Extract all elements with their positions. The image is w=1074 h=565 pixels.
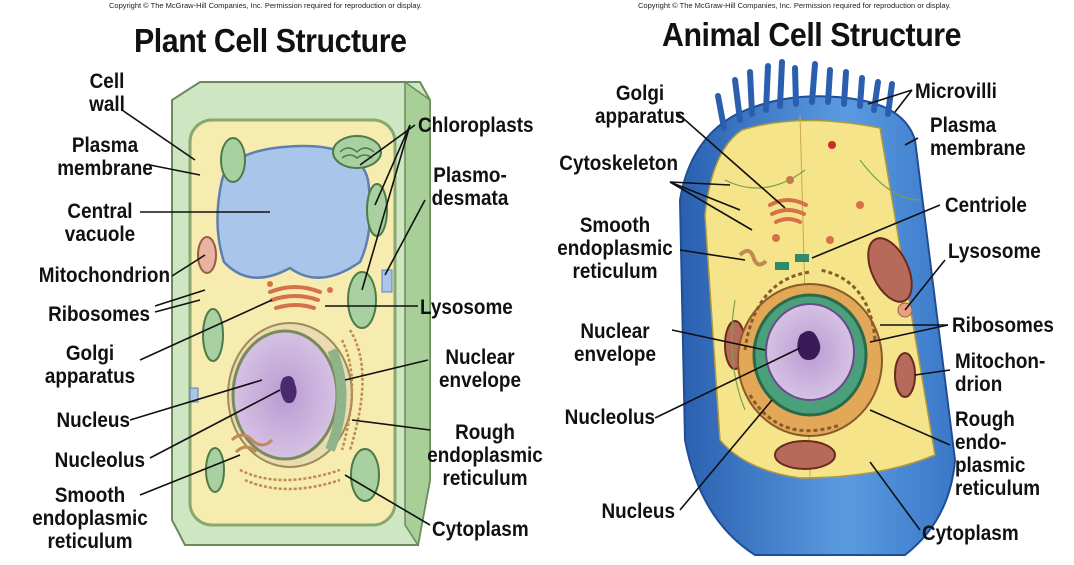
label-golgi: Golgi apparatus bbox=[44, 342, 136, 388]
label-animal-plasma-membrane: Plasma membrane bbox=[930, 114, 1026, 160]
label-rough-er: Rough endoplasmic reticulum bbox=[427, 421, 543, 490]
label-nucleus: Nucleus bbox=[56, 409, 130, 432]
label-lysosome: Lysosome bbox=[420, 296, 513, 319]
plant-copyright: Copyright © The McGraw-Hill Companies, I… bbox=[109, 1, 422, 10]
label-animal-microvilli: Microvilli bbox=[915, 80, 997, 103]
plant-cell bbox=[171, 80, 431, 547]
label-animal-nucleus: Nucleus bbox=[601, 500, 675, 523]
label-animal-nucleolus: Nucleolus bbox=[564, 406, 655, 429]
label-animal-ribosomes: Ribosomes bbox=[952, 314, 1054, 337]
label-nuclear-envelope: Nuclear envelope bbox=[439, 346, 521, 392]
label-plasma-membrane: Plasma membrane bbox=[57, 134, 153, 180]
label-animal-rough-er: Rough endo- plasmic reticulum bbox=[955, 408, 1041, 500]
label-animal-lysosome: Lysosome bbox=[948, 240, 1041, 263]
label-smooth-er: Smooth endoplasmic reticulum bbox=[32, 484, 148, 553]
label-nucleolus: Nucleolus bbox=[54, 449, 146, 472]
animal-title: Animal Cell Structure bbox=[662, 16, 962, 53]
label-animal-cytoplasm: Cytoplasm bbox=[922, 522, 1019, 545]
label-animal-cytoskeleton: Cytoskeleton bbox=[559, 152, 678, 175]
label-cytoplasm: Cytoplasm bbox=[432, 518, 529, 541]
label-animal-centriole: Centriole bbox=[945, 194, 1027, 217]
animal-copyright: Copyright © The McGraw-Hill Companies, I… bbox=[638, 1, 951, 10]
label-animal-golgi: Golgi apparatus bbox=[595, 82, 686, 128]
label-animal-smooth-er: Smooth endoplasmic reticulum bbox=[557, 214, 673, 283]
animal-leader-lines bbox=[654, 89, 951, 531]
label-mitochondrion: Mitochondrion bbox=[38, 264, 170, 287]
animal-cell bbox=[678, 59, 957, 556]
label-chloroplasts: Chloroplasts bbox=[418, 114, 534, 137]
plant-leader-lines bbox=[121, 109, 431, 526]
label-plasmodesmata: Plasmo- desmata bbox=[431, 164, 509, 210]
label-central-vacuole: Central vacuole bbox=[64, 200, 136, 246]
label-animal-mitochondrion: Mitochon- drion bbox=[955, 350, 1046, 396]
label-cell-wall: Cell wall bbox=[89, 70, 125, 116]
plant-central-vacuole bbox=[216, 144, 372, 279]
label-ribosomes: Ribosomes bbox=[48, 303, 150, 326]
label-animal-nuclear-envelope: Nuclear envelope bbox=[574, 320, 656, 366]
microvilli bbox=[715, 59, 895, 131]
plant-title: Plant Cell Structure bbox=[134, 22, 407, 59]
